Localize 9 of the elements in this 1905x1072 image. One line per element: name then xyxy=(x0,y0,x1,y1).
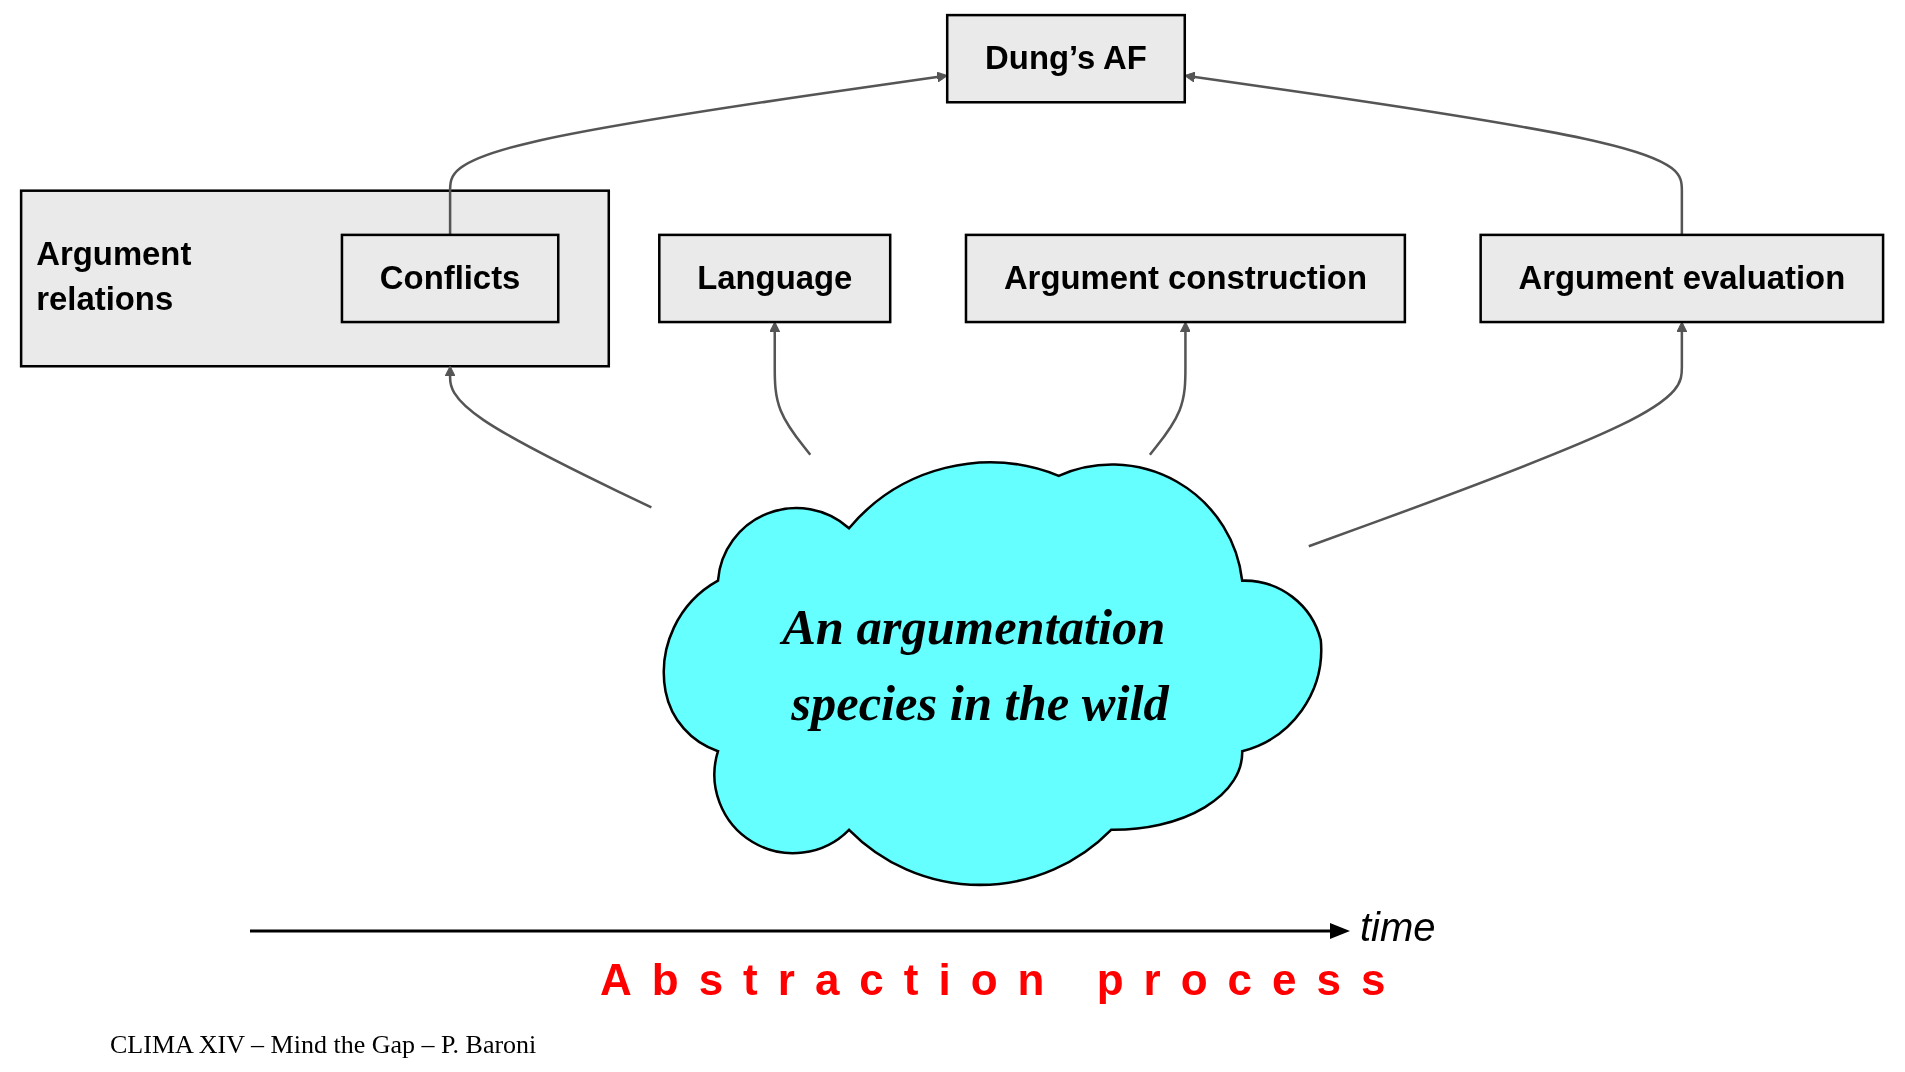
node-box: Conflicts xyxy=(341,233,560,324)
footer-text: CLIMA XIV – Mind the Gap – P. Baroni xyxy=(110,1030,537,1060)
node-box: Argument evaluation xyxy=(1479,233,1885,324)
process-label: Abstraction process xyxy=(600,955,1406,1005)
node-box: Dung’s AF xyxy=(946,13,1187,104)
node-box: Language xyxy=(658,233,892,324)
arrow xyxy=(444,365,653,509)
axis-label: time xyxy=(1360,905,1436,950)
node-box: Argument construction xyxy=(965,233,1407,324)
